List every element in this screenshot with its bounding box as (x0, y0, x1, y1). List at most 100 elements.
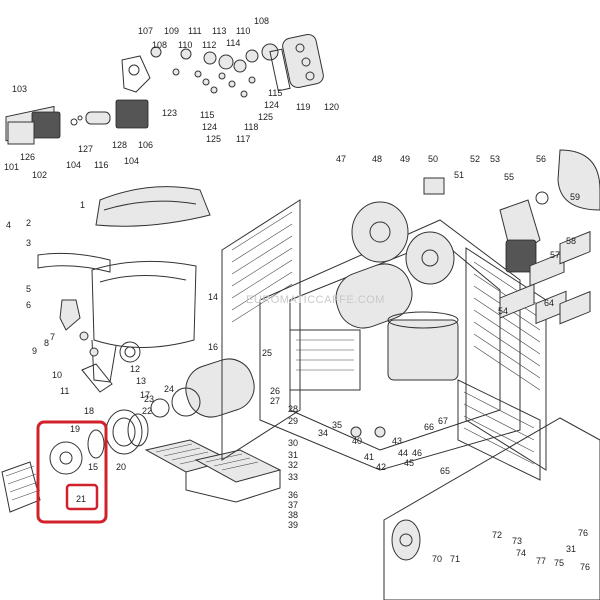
label-104-a: 104 (66, 160, 81, 170)
label-5: 5 (26, 284, 31, 294)
label-49: 49 (400, 154, 410, 164)
plate-hole-c (305, 71, 315, 81)
label-56: 56 (536, 154, 546, 164)
label-16: 16 (208, 342, 218, 352)
highlight-label-box (65, 483, 99, 511)
pump-hub (59, 451, 73, 465)
label-113: 113 (212, 26, 226, 36)
label-8: 8 (44, 338, 49, 348)
plate-hole-a (295, 43, 305, 53)
part-56-ring (535, 191, 549, 205)
lid-rim (103, 200, 197, 211)
part-43-compressor (387, 319, 459, 381)
label-54: 54 (498, 306, 508, 316)
small-screws (172, 68, 256, 98)
part-16-evaporator (185, 358, 255, 418)
part-70-knob (391, 519, 421, 561)
label-14: 14 (208, 292, 218, 302)
label-111: 111 (188, 26, 202, 36)
label-18: 18 (84, 406, 94, 416)
part-107-hole (128, 64, 140, 76)
label-110-b: 110 (236, 26, 250, 36)
right-panel-group (423, 149, 600, 481)
part-42-foot (374, 426, 386, 438)
part-114-ring (245, 49, 259, 63)
label-45: 45 (404, 458, 414, 468)
watermark: EUROMATICCAFFE.COM (246, 294, 385, 306)
label-72: 72 (492, 530, 502, 540)
part-104-washer (77, 115, 83, 121)
label-15: 15 (88, 462, 98, 472)
bowl-assembly-group (37, 186, 211, 393)
part-104-pin (70, 118, 78, 126)
part-10-spout (81, 363, 113, 393)
part-102-body (31, 111, 61, 139)
label-115-b: 115 (268, 88, 282, 98)
part-56-cover (557, 149, 600, 211)
label-12: 12 (130, 364, 140, 374)
label-110-a: 110 (178, 40, 192, 50)
label-127: 127 (78, 144, 93, 154)
part-128-housing (115, 99, 149, 129)
part-34-electrics (289, 329, 361, 391)
lower-panel-louvres (463, 391, 535, 465)
part-3-gasket (37, 252, 111, 273)
label-17: 17 (140, 390, 150, 400)
label-47: 47 (336, 154, 346, 164)
label-112: 112 (202, 40, 216, 50)
part-22-flange (127, 413, 149, 447)
label-39: 39 (288, 520, 298, 530)
label-20: 20 (116, 462, 126, 472)
electrics-lines (296, 339, 354, 371)
part-19-pump-face (49, 441, 83, 475)
label-19: 19 (70, 424, 80, 434)
part-20-ring (105, 409, 143, 455)
label-75: 75 (554, 558, 564, 568)
part-40-foot (350, 426, 362, 438)
label-4: 4 (6, 220, 11, 230)
side-panel-louvres (231, 211, 293, 323)
part-11-bushing (119, 341, 141, 363)
label-126: 126 (20, 152, 35, 162)
label-76-b: 76 (578, 528, 588, 538)
part-113-gear (218, 54, 234, 70)
label-52: 52 (470, 154, 480, 164)
label-128: 128 (112, 140, 127, 150)
label-24: 24 (164, 384, 174, 394)
part-72-panel (383, 417, 600, 600)
label-27: 27 (270, 396, 280, 406)
part-5-bowl (91, 260, 197, 348)
label-102: 102 (32, 170, 47, 180)
part-111-gear (203, 51, 217, 65)
label-70: 70 (432, 554, 442, 564)
bowl-rim (99, 275, 187, 283)
label-13: 13 (136, 376, 146, 386)
compressor-top (387, 311, 459, 329)
label-123: 123 (162, 108, 177, 118)
control-panel-group (383, 230, 600, 600)
label-117: 117 (236, 134, 250, 144)
part-107-lever (121, 55, 151, 93)
label-115-a: 115 (200, 110, 214, 120)
part-110-bushing (180, 48, 192, 60)
label-76-a: 76 (580, 562, 590, 572)
part-24-seal (171, 387, 201, 417)
label-108-top: 108 (254, 16, 269, 26)
label-57: 57 (550, 250, 560, 260)
label-125-a: 125 (206, 134, 221, 144)
label-10: 10 (52, 370, 62, 380)
part-6-tap (59, 299, 81, 331)
label-26: 26 (270, 386, 280, 396)
label-114: 114 (226, 38, 240, 48)
label-101: 101 (4, 162, 19, 172)
label-1: 1 (80, 200, 85, 210)
label-51: 51 (454, 170, 464, 180)
part-126-cover (7, 121, 35, 145)
label-33: 33 (288, 472, 298, 482)
label-7: 7 (50, 332, 55, 342)
label-55: 55 (504, 172, 514, 182)
label-71: 71 (450, 554, 460, 564)
label-44: 44 (398, 448, 408, 458)
label-21: 21 (76, 494, 86, 504)
